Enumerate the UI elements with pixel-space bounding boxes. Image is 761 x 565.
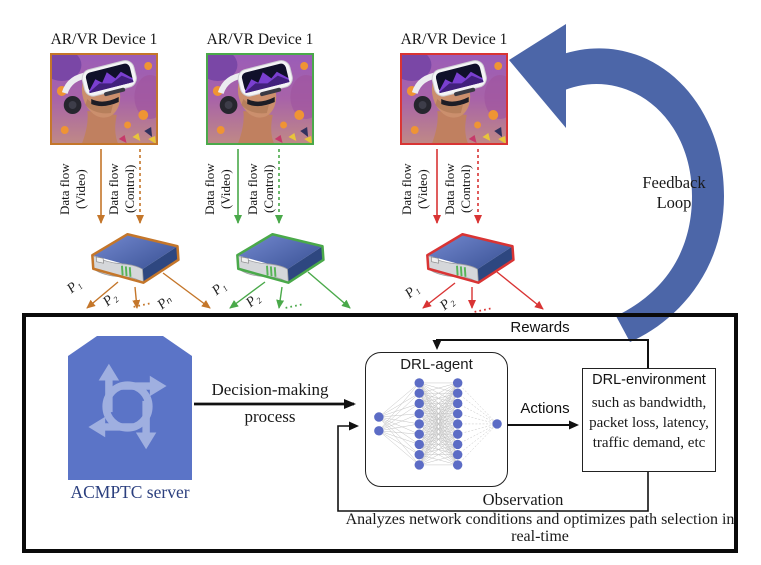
control-box-frame (22, 313, 738, 553)
feedback-arrowhead-icon (509, 24, 566, 128)
path-ellipsis: .... (130, 293, 153, 311)
vr-headset-photo (198, 49, 322, 145)
control-flow-label: (Control) (261, 164, 276, 214)
decision-label: process (244, 407, 296, 426)
control-flow-label: (Control) (458, 164, 473, 214)
decision-label: Decision-making (211, 380, 329, 399)
path-label: P₂ (243, 290, 264, 311)
router-3d-icon (89, 229, 182, 288)
path-label: P₁ (209, 278, 230, 299)
path-arrow (496, 271, 544, 310)
device-label: AR/VR Device 1 (50, 31, 158, 48)
caption-line: real-time (511, 528, 569, 545)
control-flow-label: (Control) (122, 164, 137, 214)
path-label: Pₙ (154, 292, 176, 313)
video-flow-label: Data flow (202, 163, 217, 215)
control-flow-label: Data flow (106, 163, 121, 215)
video-flow-label: Data flow (399, 163, 414, 215)
video-flow-label: (Video) (218, 169, 233, 209)
environment-text-line: such as bandwidth, (591, 395, 707, 411)
acmptc-server-label: ACMPTC server (70, 482, 190, 502)
control-flow-label: Data flow (245, 163, 260, 215)
device-label: AR/VR Device 1 (400, 31, 508, 48)
path-arrow (276, 286, 285, 309)
drl-agent-box: DRL-agent (365, 352, 508, 487)
path-ellipsis: .... (282, 294, 305, 312)
path-label: P₁ (402, 281, 423, 302)
vr-headset-photo (392, 49, 516, 145)
router-3d-icon (424, 229, 517, 288)
video-flow-label: Data flow (57, 163, 72, 215)
path-label: P₂ (437, 293, 458, 314)
drl-environment-title: DRL-environment (592, 372, 706, 388)
device-label: AR/VR Device 1 (206, 31, 314, 48)
rewards-label: Rewards (510, 319, 570, 336)
control-flow-label: Data flow (442, 163, 457, 215)
router-3d-icon (234, 229, 327, 288)
caption-line: Analyzes network conditions and optimize… (345, 511, 735, 528)
path-label: P₂ (100, 289, 121, 310)
actions-label: Actions (520, 400, 570, 417)
feedback-label-line2: Loop (656, 193, 692, 212)
drl-agent-title: DRL-agent (400, 356, 473, 373)
vr-headset-photo (42, 49, 166, 145)
video-flow-label: (Video) (73, 169, 88, 209)
feedback-label-line1: Feedback (642, 173, 706, 192)
environment-text-line: traffic demand, etc (592, 435, 706, 451)
observation-label: Observation (482, 490, 564, 509)
video-flow-label: (Video) (415, 169, 430, 209)
path-arrow (307, 271, 351, 309)
path-label: P₁ (64, 276, 85, 297)
environment-text-line: packet loss, latency, (589, 415, 709, 431)
drl-environment-box: DRL-environment such as bandwidth, packe… (582, 368, 716, 472)
feedback-loop-label: Feedback Loop (628, 173, 720, 213)
